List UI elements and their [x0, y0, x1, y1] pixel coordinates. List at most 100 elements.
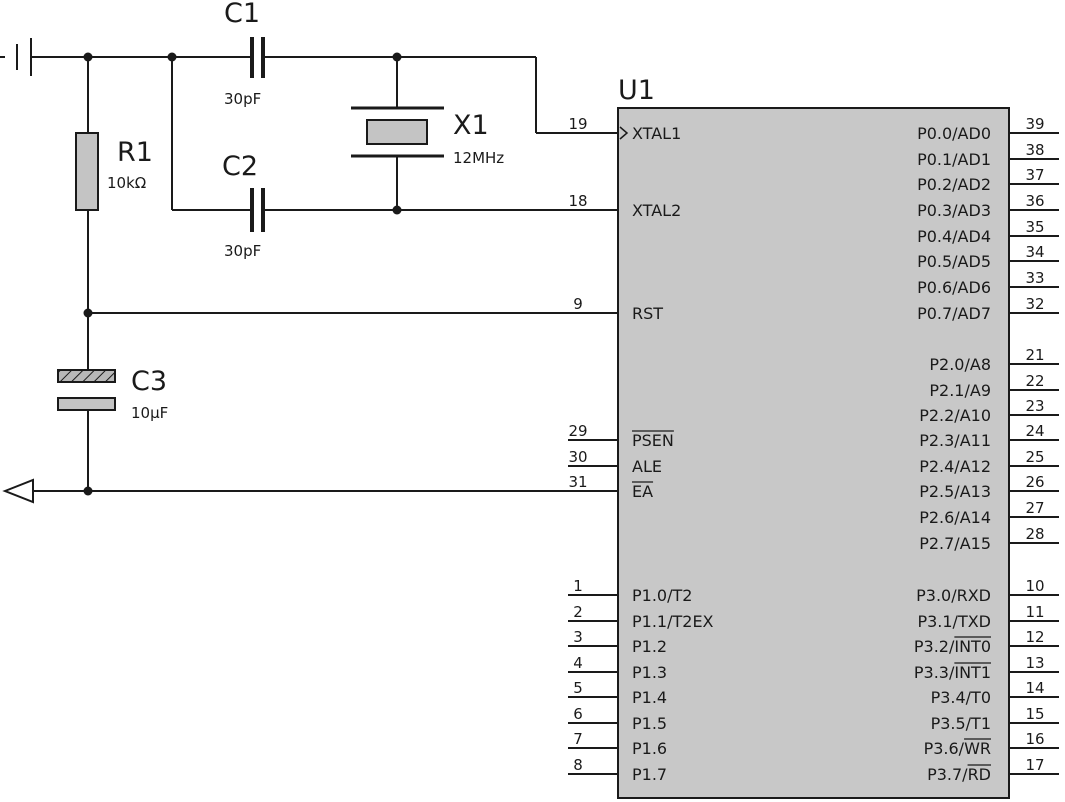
- pin-number: 30: [568, 448, 587, 466]
- capacitor-c3[interactable]: C3 10μF: [57, 366, 168, 422]
- chip-u1[interactable]: U1: [617, 75, 1010, 799]
- c2-value-label: 30pF: [224, 242, 261, 260]
- pin-name: P0.3/AD3: [917, 201, 991, 220]
- c3-ref-label: C3: [131, 366, 167, 397]
- junction-dot: [83, 52, 93, 62]
- pin-name: P0.7/AD7: [917, 304, 991, 323]
- pin-number: 31: [568, 473, 587, 491]
- pin-name: P0.4/AD4: [917, 227, 991, 246]
- resistor-r1[interactable]: R1 10kΩ: [75, 132, 153, 211]
- pin-number: 7: [573, 730, 583, 748]
- x1-value-label: 12MHz: [453, 149, 504, 167]
- capacitor-c2[interactable]: C2 30pF: [222, 151, 266, 260]
- pin-name: P2.3/A11: [919, 431, 991, 450]
- c1-ref-label: C1: [224, 0, 260, 29]
- pin-number: 25: [1025, 448, 1044, 466]
- pin-number: 37: [1025, 166, 1044, 184]
- junction-dot: [83, 486, 93, 496]
- pin-name: P1.5: [632, 714, 667, 733]
- pin-name: P2.0/A8: [929, 355, 991, 374]
- junction-dot: [392, 205, 402, 215]
- pin-name: P0.6/AD6: [917, 278, 991, 297]
- pin-name: P2.1/A9: [929, 381, 991, 400]
- pin-name: P3.7/RD: [927, 765, 991, 784]
- pin-number: 13: [1025, 654, 1044, 672]
- pin-number: 32: [1025, 295, 1044, 313]
- pin-number: 27: [1025, 499, 1044, 517]
- pin-name: P3.5/T1: [931, 714, 991, 733]
- r1-value-label: 10kΩ: [107, 174, 146, 192]
- capacitor-c1[interactable]: C1 30pF: [224, 0, 266, 108]
- pin-number: 6: [573, 705, 583, 723]
- pin-name: P1.7: [632, 765, 667, 784]
- pin-name: P1.6: [632, 739, 667, 758]
- pin-number: 12: [1025, 628, 1044, 646]
- junction-dot: [83, 308, 93, 318]
- junction-dots: [83, 52, 402, 496]
- x1-ref-label: X1: [453, 110, 489, 141]
- pin-number: 19: [568, 115, 587, 133]
- power-terminal-icon: [0, 38, 32, 76]
- pin-number: 36: [1025, 192, 1044, 210]
- pin-number: 34: [1025, 243, 1044, 261]
- pin-name: P3.4/T0: [931, 688, 991, 707]
- pin-name: RST: [632, 304, 663, 323]
- pin-name: P0.2/AD2: [917, 175, 991, 194]
- pin-number: 23: [1025, 397, 1044, 415]
- pin-number: 16: [1025, 730, 1044, 748]
- pin-name: ALE: [632, 457, 662, 476]
- crystal-x1[interactable]: X1 12MHz: [351, 106, 504, 167]
- c2-ref-label: C2: [222, 151, 258, 182]
- junction-dot: [167, 52, 177, 62]
- pin-name: P1.3: [632, 663, 667, 682]
- pin-name: XTAL2: [632, 201, 681, 220]
- pin-number: 18: [568, 192, 587, 210]
- pin-name: EA: [632, 482, 653, 501]
- junction-dot: [392, 52, 402, 62]
- pin-number: 24: [1025, 422, 1044, 440]
- pin-number: 33: [1025, 269, 1044, 287]
- pin-number: 3: [573, 628, 583, 646]
- pin-number: 17: [1025, 756, 1044, 774]
- pin-name: P0.0/AD0: [917, 124, 991, 143]
- pin-name: P3.0/RXD: [916, 586, 991, 605]
